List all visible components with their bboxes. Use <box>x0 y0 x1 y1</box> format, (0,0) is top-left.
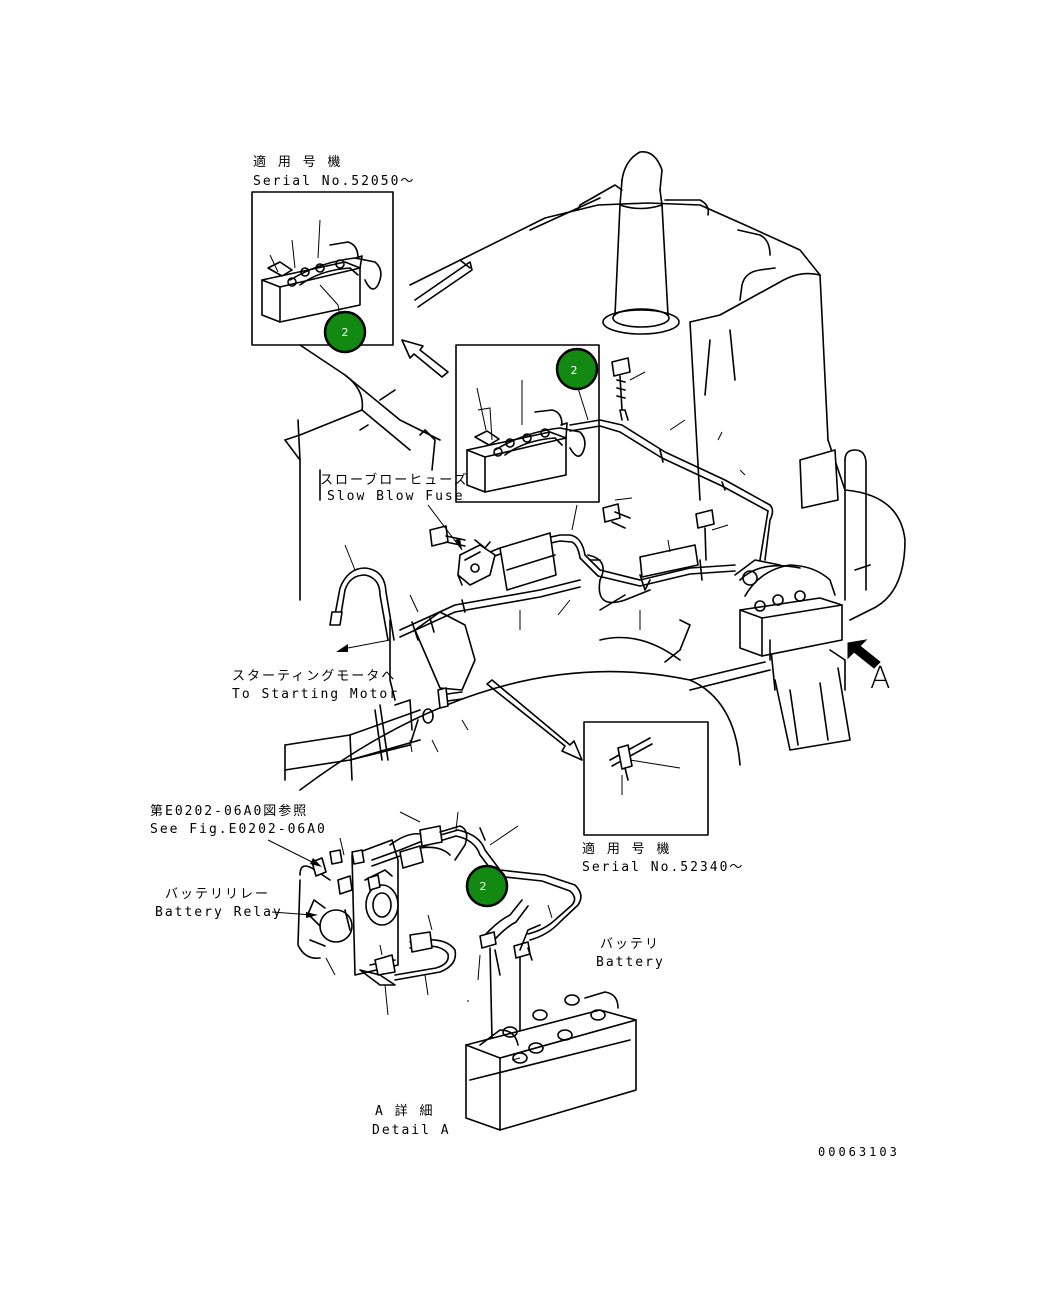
battery-relay-jp-label: バッテリリレー <box>165 887 270 902</box>
detail-box-battery <box>455 344 600 503</box>
detail-box-serial-52340 <box>583 721 709 836</box>
starting-motor-en-label: To Starting Motor <box>232 687 399 702</box>
bolts <box>422 357 715 724</box>
detail-box-serial-52050 <box>251 191 394 346</box>
slow-blow-fuse-en-label: Slow Blow Fuse <box>327 489 465 504</box>
starting-motor-jp-label: スターティングモータへ <box>232 669 396 684</box>
starting-motor-cable <box>329 567 395 641</box>
serial-mid-en-label: Serial No.52340～ <box>582 860 744 875</box>
harness-clip-brackets <box>414 532 699 691</box>
callout-3: 2 <box>465 864 509 908</box>
view-a-label: A <box>870 661 891 696</box>
callout-2-number: 2 <box>571 364 578 377</box>
callout-1-number: 2 <box>342 326 349 339</box>
drawing-number: 00063103 <box>818 1145 900 1159</box>
callout-2: 2 <box>555 347 599 391</box>
wire-harness <box>374 409 774 761</box>
battery-jp-label: バッテリ <box>600 937 660 952</box>
serial-mid-jp-label: 適 用 号 機 <box>582 841 671 857</box>
see-fig-en-label: See Fig.E0202-06A0 <box>150 822 327 837</box>
callout-1: 2 <box>323 310 367 354</box>
serial-top-en-label: Serial No.52050～ <box>253 174 415 189</box>
callout-3-number: 2 <box>480 880 487 893</box>
see-fig-jp-label: 第E0202-06A0図参照 <box>150 803 308 819</box>
detail-a-assembly <box>297 811 637 1131</box>
slow-blow-fuse-jp-label: スローブローヒューズ <box>320 472 469 488</box>
detail-a-jp-label: A 詳 細 <box>375 1103 434 1119</box>
slow-blow-fuse <box>457 539 496 586</box>
serial-top-jp-label: 適 用 号 機 <box>253 154 342 170</box>
view-a-arrow <box>847 639 881 669</box>
leader-lines <box>344 371 746 753</box>
battery-en-label: Battery <box>596 955 665 970</box>
detail-arrow-clamp <box>486 679 583 761</box>
detail-arrow-top <box>401 339 449 378</box>
label-leaders <box>267 504 463 918</box>
battery-relay-en-label: Battery Relay <box>155 905 283 920</box>
machine-body <box>284 151 906 791</box>
main-battery <box>734 559 843 661</box>
detail-a-en-label: Detail A <box>372 1123 451 1138</box>
